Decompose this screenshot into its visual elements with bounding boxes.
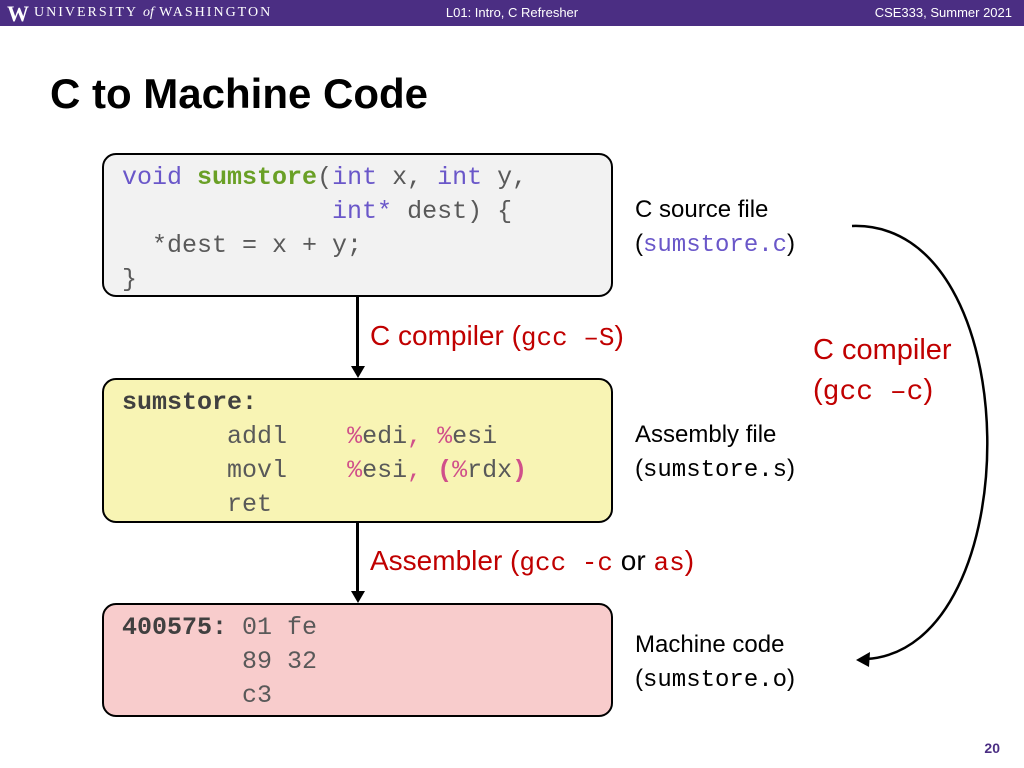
compiler-step-label: C compiler (gcc –S) xyxy=(370,320,624,353)
page-number: 20 xyxy=(984,740,1000,756)
course-label: CSE333, Summer 2021 xyxy=(874,5,1012,20)
c-source-file-label: C source file (sumstore.c) xyxy=(635,196,796,259)
uw-logo-icon: W xyxy=(7,2,29,24)
assembly-code: sumstore: addl %edi, %esi movl %esi, (%r… xyxy=(122,388,528,519)
compile-arrow-head xyxy=(351,366,365,378)
svg-text:W: W xyxy=(7,2,29,24)
lecture-title: L01: Intro, C Refresher xyxy=(445,5,579,20)
machine-code-box: 400575: 01 fe 89 32 c3 xyxy=(102,603,613,717)
c-source-code: void sumstore(int x, int y, int* dest) {… xyxy=(122,163,528,294)
assemble-arrow-line xyxy=(356,523,359,592)
assembler-step-label: Assembler (gcc -c or as) xyxy=(370,545,695,578)
header-bar: W UNIVERSITY of WASHINGTON L01: Intro, C… xyxy=(0,0,1024,26)
machine-code: 400575: 01 fe 89 32 c3 xyxy=(122,613,318,710)
assembly-file-label: Assembly file (sumstore.s) xyxy=(635,421,796,484)
university-name: UNIVERSITY of WASHINGTON xyxy=(34,5,273,20)
machine-code-file-label: Machine code (sumstore.o) xyxy=(635,631,796,694)
slide-title: C to Machine Code xyxy=(50,70,429,117)
compile-arrow-line xyxy=(356,297,359,367)
direct-compile-label: C compiler (gcc –c) xyxy=(813,334,952,408)
assembly-box: sumstore: addl %edi, %esi movl %esi, (%r… xyxy=(102,378,613,523)
assemble-arrow-head xyxy=(351,591,365,603)
c-source-box: void sumstore(int x, int y, int* dest) {… xyxy=(102,153,613,297)
